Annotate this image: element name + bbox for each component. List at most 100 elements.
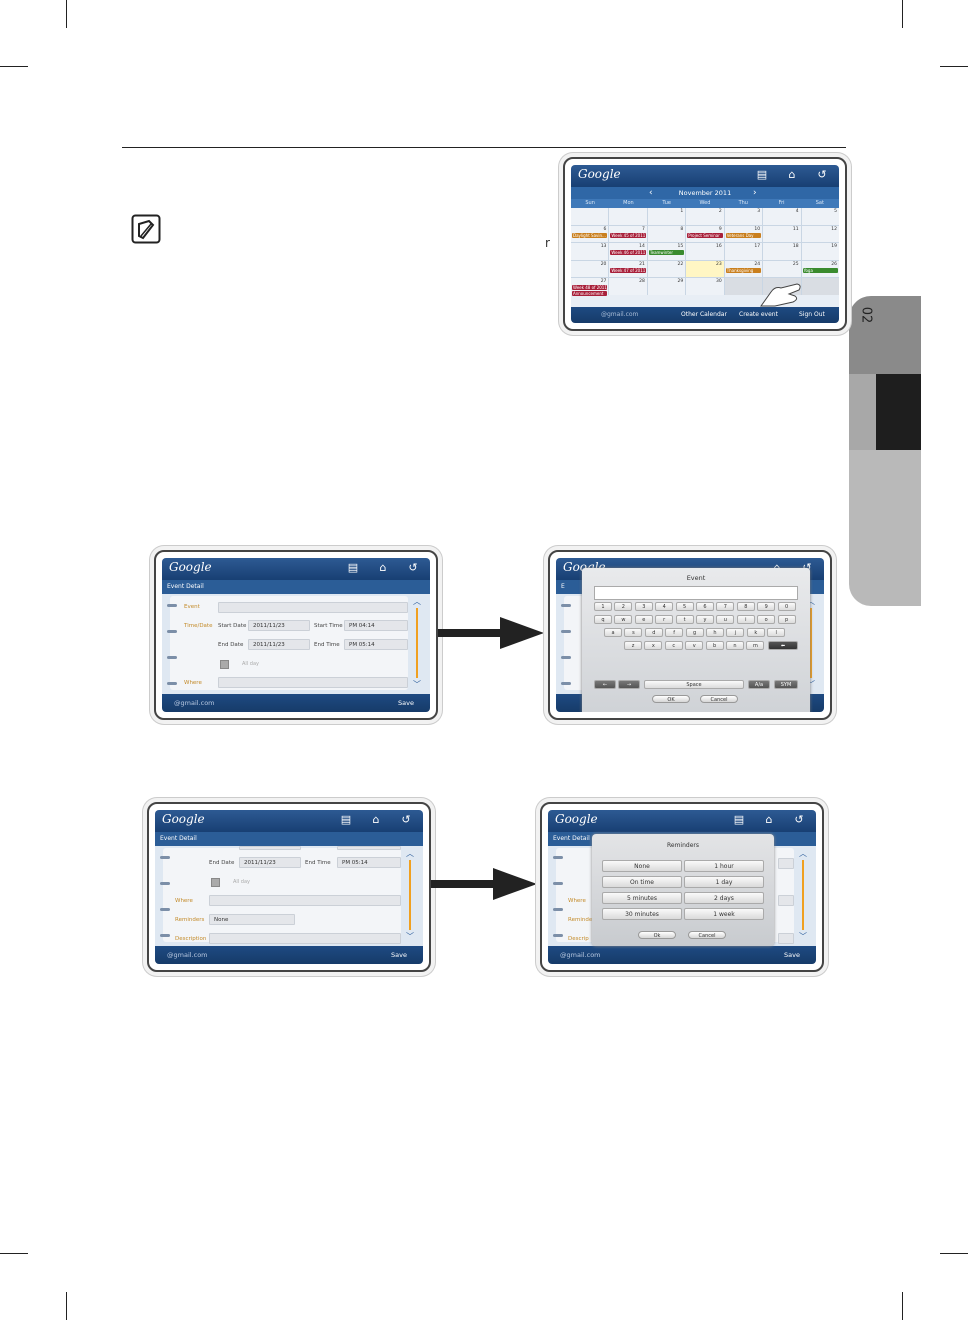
calendar-day-cell[interactable] bbox=[609, 208, 647, 225]
key-j[interactable]: j bbox=[726, 628, 745, 637]
key-o[interactable]: o bbox=[757, 615, 776, 624]
calendar-event[interactable]: Week 46 of 2011 bbox=[610, 250, 646, 256]
memo-icon[interactable]: ▤ bbox=[340, 813, 352, 826]
calendar-event[interactable]: Week 47 of 2011 bbox=[610, 267, 646, 273]
create-event-button[interactable]: Create event bbox=[739, 311, 778, 318]
scroll-down-icon[interactable]: ﹀ bbox=[413, 680, 421, 689]
calendar-event[interactable]: Teamwinter bbox=[648, 250, 685, 256]
key-h[interactable]: h bbox=[706, 628, 724, 637]
where-field[interactable] bbox=[218, 677, 408, 688]
end-date-field[interactable]: 2011/11/23 bbox=[248, 639, 310, 650]
calendar-event[interactable]: Daylight Savin... bbox=[572, 232, 608, 238]
reminder-option[interactable]: 1 week bbox=[684, 908, 764, 920]
ok-button[interactable]: OK bbox=[652, 695, 690, 703]
back-icon[interactable]: ↺ bbox=[794, 813, 804, 826]
calendar-day-cell[interactable]: 28 bbox=[609, 278, 647, 295]
reminder-option[interactable]: 1 hour bbox=[684, 860, 764, 872]
reminder-option[interactable]: 5 minutes bbox=[602, 892, 682, 904]
ok-button[interactable]: Ok bbox=[638, 931, 676, 939]
sign-out-button[interactable]: Sign Out bbox=[799, 311, 825, 318]
calendar-day-cell[interactable]: 29 bbox=[647, 278, 686, 295]
calendar-event[interactable]: Yoga bbox=[802, 267, 838, 273]
key-f[interactable]: f bbox=[665, 628, 684, 637]
calendar-day-cell[interactable]: 2 bbox=[686, 208, 724, 225]
calendar-day-cell[interactable]: 5 bbox=[801, 208, 839, 225]
key-0[interactable]: 0 bbox=[777, 602, 796, 611]
home-icon[interactable]: ⌂ bbox=[765, 813, 773, 826]
description-field[interactable] bbox=[209, 933, 401, 944]
end-time-field[interactable]: PM 05:14 bbox=[344, 639, 408, 650]
calendar-day-cell[interactable]: 4 bbox=[763, 208, 801, 225]
scrollbar[interactable]: ︿﹀ bbox=[412, 597, 422, 689]
calendar-day-cell[interactable]: 3 bbox=[724, 208, 763, 225]
calendar-day-cell[interactable] bbox=[571, 208, 609, 225]
back-icon[interactable]: ↺ bbox=[817, 168, 827, 181]
key-2[interactable]: 2 bbox=[614, 602, 633, 611]
end-time-field[interactable]: PM 05:14 bbox=[337, 857, 401, 868]
key-l[interactable]: l bbox=[767, 628, 786, 637]
key-4[interactable]: 4 bbox=[655, 602, 674, 611]
cursor-right-key[interactable]: → bbox=[618, 680, 640, 689]
other-calendar-button[interactable]: Other Calendar bbox=[681, 311, 727, 318]
prev-month-icon[interactable]: ‹ bbox=[649, 188, 653, 198]
calendar-day-cell[interactable]: 19 bbox=[801, 243, 839, 260]
calendar-day-cell[interactable]: 30 bbox=[686, 278, 724, 295]
key-e[interactable]: e bbox=[634, 615, 653, 624]
cursor-left-key[interactable]: ← bbox=[594, 680, 616, 689]
key-v[interactable]: v bbox=[685, 641, 704, 650]
calendar-day-cell[interactable]: 16 bbox=[686, 243, 724, 260]
allday-checkbox[interactable] bbox=[220, 660, 229, 669]
key-9[interactable]: 9 bbox=[757, 602, 776, 611]
calendar-event[interactable]: Thanksgiving bbox=[725, 267, 762, 273]
key-s[interactable]: s bbox=[624, 628, 643, 637]
reminder-option[interactable]: None bbox=[602, 860, 682, 872]
calendar-event[interactable]: Project Seminar bbox=[687, 232, 723, 238]
start-time-field[interactable]: PM 04:14 bbox=[344, 620, 408, 631]
key-z[interactable]: z bbox=[624, 641, 642, 650]
cancel-button[interactable]: Cancel bbox=[688, 931, 726, 939]
allday-checkbox[interactable] bbox=[211, 878, 220, 887]
space-key[interactable]: Space bbox=[644, 680, 744, 689]
home-icon[interactable]: ⌂ bbox=[770, 561, 784, 575]
calendar-day-cell[interactable]: 25 bbox=[763, 260, 801, 278]
back-icon[interactable]: ↺ bbox=[408, 561, 418, 574]
key-b[interactable]: b bbox=[705, 641, 724, 650]
where-field[interactable] bbox=[209, 895, 401, 906]
key-g[interactable]: g bbox=[685, 628, 704, 637]
reminder-option[interactable]: 30 minutes bbox=[602, 908, 682, 920]
calendar-day-cell[interactable]: 20 bbox=[571, 260, 609, 278]
key-i[interactable]: i bbox=[736, 615, 755, 624]
reminder-option[interactable]: 2 days bbox=[684, 892, 764, 904]
cancel-button[interactable]: Cancel bbox=[700, 695, 738, 703]
reminders-field[interactable]: None bbox=[209, 914, 295, 925]
next-month-icon[interactable]: › bbox=[753, 188, 757, 198]
home-icon[interactable]: ⌂ bbox=[788, 168, 796, 181]
event-field[interactable] bbox=[218, 602, 408, 613]
key-5[interactable]: 5 bbox=[675, 602, 694, 611]
calendar-day-cell[interactable]: 22 bbox=[647, 260, 686, 278]
key-d[interactable]: d bbox=[644, 628, 663, 637]
memo-icon[interactable]: ▤ bbox=[756, 168, 768, 181]
calendar-event[interactable]: Announcement bbox=[572, 291, 608, 297]
scrollbar[interactable]: ︿﹀ bbox=[807, 597, 815, 689]
calendar-day-cell[interactable] bbox=[724, 278, 763, 295]
key-k[interactable]: k bbox=[746, 628, 765, 637]
calendar-event[interactable]: Veterans Day bbox=[725, 232, 762, 238]
calendar-day-cell[interactable]: 17 bbox=[724, 243, 763, 260]
calendar-day-cell[interactable]: 12 bbox=[801, 225, 839, 243]
calendar-day-cell[interactable]: 11 bbox=[763, 225, 801, 243]
backspace-key[interactable]: ⬅ bbox=[768, 641, 798, 650]
scrollbar[interactable]: ︿﹀ bbox=[406, 849, 414, 941]
calendar-day-cell[interactable]: 8 bbox=[647, 225, 686, 243]
calendar-day-cell[interactable]: 1 bbox=[647, 208, 686, 225]
sym-key[interactable]: SYM bbox=[774, 680, 798, 689]
end-date-field[interactable]: 2011/11/23 bbox=[239, 857, 301, 868]
calendar-day-cell[interactable]: 23 bbox=[686, 260, 724, 278]
save-button[interactable]: Save bbox=[784, 951, 800, 959]
